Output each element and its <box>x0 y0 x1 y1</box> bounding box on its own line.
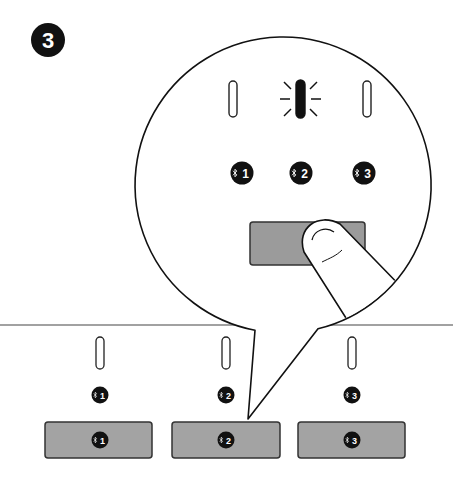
bluetooth-rune <box>94 392 97 398</box>
led-indicator <box>229 81 237 117</box>
channel-button <box>45 422 152 458</box>
led-indicator <box>363 81 371 117</box>
channel-number: 3 <box>352 391 357 400</box>
bluetooth-icon <box>344 387 361 404</box>
bluetooth-rune <box>355 169 359 177</box>
bluetooth-icon <box>218 432 235 449</box>
channel-button <box>298 422 405 458</box>
bluetooth-rune <box>233 169 237 177</box>
channel-number: 2 <box>226 391 231 400</box>
bluetooth-icon <box>353 162 376 185</box>
step-number: 3 <box>42 30 54 52</box>
step-badge <box>31 23 65 57</box>
bluetooth-rune <box>220 392 223 398</box>
bluetooth-icon <box>290 162 313 185</box>
led-indicator <box>96 337 104 369</box>
bluetooth-rune <box>292 169 296 177</box>
channel-number: 1 <box>100 391 105 400</box>
bluetooth-rune <box>346 392 349 398</box>
bluetooth-rune <box>220 437 223 443</box>
bluetooth-icon <box>92 432 109 449</box>
bluetooth-rune <box>94 437 97 443</box>
led-glow-rays <box>280 82 321 116</box>
channel-button <box>172 422 280 458</box>
channel-number: 2 <box>301 168 308 180</box>
bluetooth-icon <box>231 162 254 185</box>
panel-edge <box>0 324 453 325</box>
magnifier-callout <box>135 37 431 419</box>
bluetooth-rune <box>346 437 349 443</box>
led-indicator <box>348 337 356 369</box>
channel-number: 1 <box>242 168 249 180</box>
finger <box>302 220 410 340</box>
led-indicator <box>222 337 230 369</box>
led-lit <box>296 80 305 118</box>
channel-number: 3 <box>352 436 357 445</box>
bluetooth-icon <box>344 432 361 449</box>
channel-number: 2 <box>226 436 231 445</box>
bluetooth-icon <box>92 387 109 404</box>
channel-number: 3 <box>364 168 371 180</box>
bluetooth-icon <box>218 387 235 404</box>
channel-number: 1 <box>100 436 105 445</box>
